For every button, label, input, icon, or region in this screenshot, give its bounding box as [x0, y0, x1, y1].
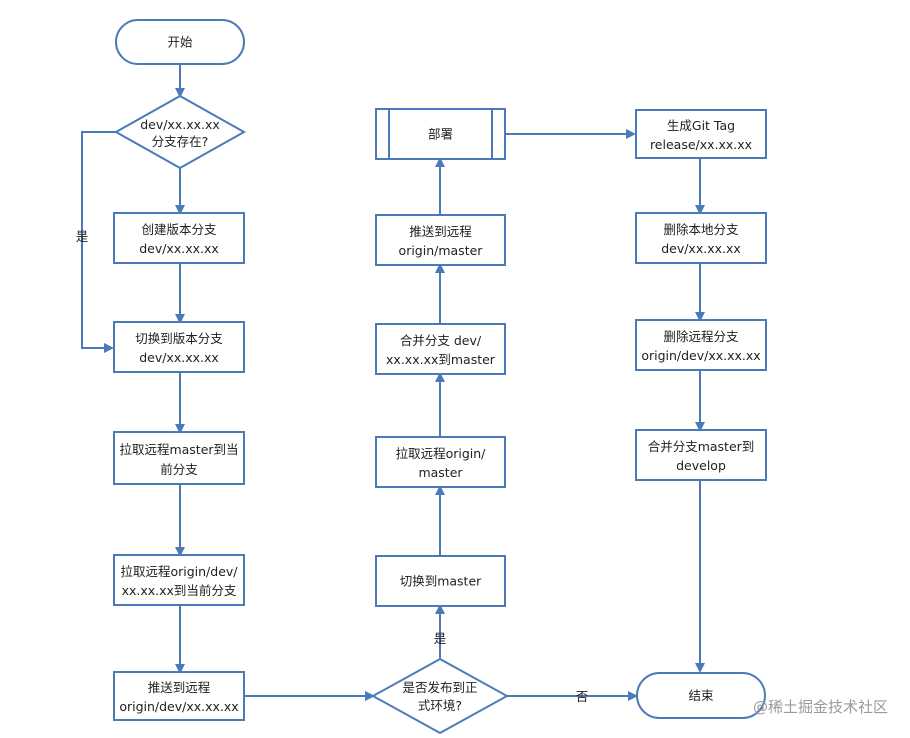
node-pull-origin-master-label-2: master	[418, 465, 463, 480]
watermark: @稀土掘金技术社区	[753, 698, 888, 716]
node-switch-branch: 切换到版本分支 dev/xx.xx.xx	[113, 321, 245, 373]
node-start-label: 开始	[167, 35, 193, 50]
node-switch-master: 切换到master	[375, 555, 506, 607]
node-pull-origin-master: 拉取远程origin/ master	[375, 436, 506, 488]
node-push-master: 推送到远程 origin/master	[375, 214, 506, 266]
node-pull-master-label-2: 前分支	[160, 462, 198, 477]
node-release-decision: 是否发布到正 式环境?	[370, 657, 510, 735]
node-switch-master-label: 切换到master	[400, 574, 482, 589]
node-check-branch: dev/xx.xx.xx 分支存在?	[113, 94, 247, 170]
node-delete-local-label-2: dev/xx.xx.xx	[661, 241, 741, 256]
edge-label-release-no: 否	[576, 689, 589, 704]
node-merge-dev-label-2: xx.xx.xx到master	[386, 352, 496, 367]
node-pull-master: 拉取远程master到当 前分支	[113, 431, 245, 485]
node-switch-branch-label-2: dev/xx.xx.xx	[139, 350, 219, 365]
edge-label-release-yes: 是	[434, 631, 447, 646]
node-delete-remote-label-1: 删除远程分支	[663, 329, 739, 344]
node-push-dev-label-2: origin/dev/xx.xx.xx	[119, 699, 238, 714]
node-delete-local-label-1: 删除本地分支	[663, 222, 739, 237]
node-release-decision-label-2: 式环境?	[418, 698, 462, 713]
node-start: 开始	[115, 19, 245, 65]
node-merge-dev: 合并分支 dev/ xx.xx.xx到master	[375, 323, 506, 375]
node-pull-dev-label-1: 拉取远程origin/dev/	[120, 564, 238, 579]
node-push-dev: 推送到远程 origin/dev/xx.xx.xx	[113, 671, 245, 721]
node-create-branch-label-1: 创建版本分支	[141, 222, 217, 237]
node-switch-branch-label-1: 切换到版本分支	[135, 331, 223, 346]
node-git-tag-label-1: 生成Git Tag	[667, 118, 735, 133]
edge-check-yes-to-switch	[81, 131, 116, 353]
node-merge-dev-label-1: 合并分支 dev/	[400, 333, 482, 348]
node-pull-dev-label-2: xx.xx.xx到当前分支	[122, 583, 237, 598]
node-delete-remote-label-2: origin/dev/xx.xx.xx	[641, 348, 760, 363]
node-end: 结束	[636, 672, 766, 719]
node-create-branch-label-2: dev/xx.xx.xx	[139, 241, 219, 256]
node-check-branch-label-1: dev/xx.xx.xx	[140, 117, 220, 132]
node-create-branch: 创建版本分支 dev/xx.xx.xx	[113, 212, 245, 264]
node-git-tag: 生成Git Tag release/xx.xx.xx	[635, 109, 767, 159]
node-merge-develop-label-2: develop	[676, 458, 726, 473]
node-end-label: 结束	[688, 688, 714, 703]
node-check-branch-label-2: 分支存在?	[152, 134, 209, 149]
node-deploy-label: 部署	[428, 127, 453, 142]
node-merge-develop: 合并分支master到 develop	[635, 429, 767, 481]
node-merge-develop-label-1: 合并分支master到	[648, 439, 755, 454]
node-git-tag-label-2: release/xx.xx.xx	[650, 137, 752, 152]
node-delete-local: 删除本地分支 dev/xx.xx.xx	[635, 212, 767, 264]
node-push-master-label-1: 推送到远程	[409, 224, 472, 239]
node-delete-remote: 删除远程分支 origin/dev/xx.xx.xx	[635, 319, 767, 371]
node-push-master-label-2: origin/master	[399, 243, 484, 258]
node-release-decision-label-1: 是否发布到正	[402, 680, 477, 695]
node-push-dev-label-1: 推送到远程	[148, 680, 211, 695]
node-pull-origin-master-label-1: 拉取远程origin/	[396, 446, 487, 461]
node-pull-master-label-1: 拉取远程master到当	[119, 442, 238, 457]
edge-label-exists-yes: 是	[76, 229, 89, 244]
node-deploy: 部署	[375, 108, 506, 160]
node-pull-dev: 拉取远程origin/dev/ xx.xx.xx到当前分支	[113, 554, 245, 606]
edges	[81, 64, 705, 701]
